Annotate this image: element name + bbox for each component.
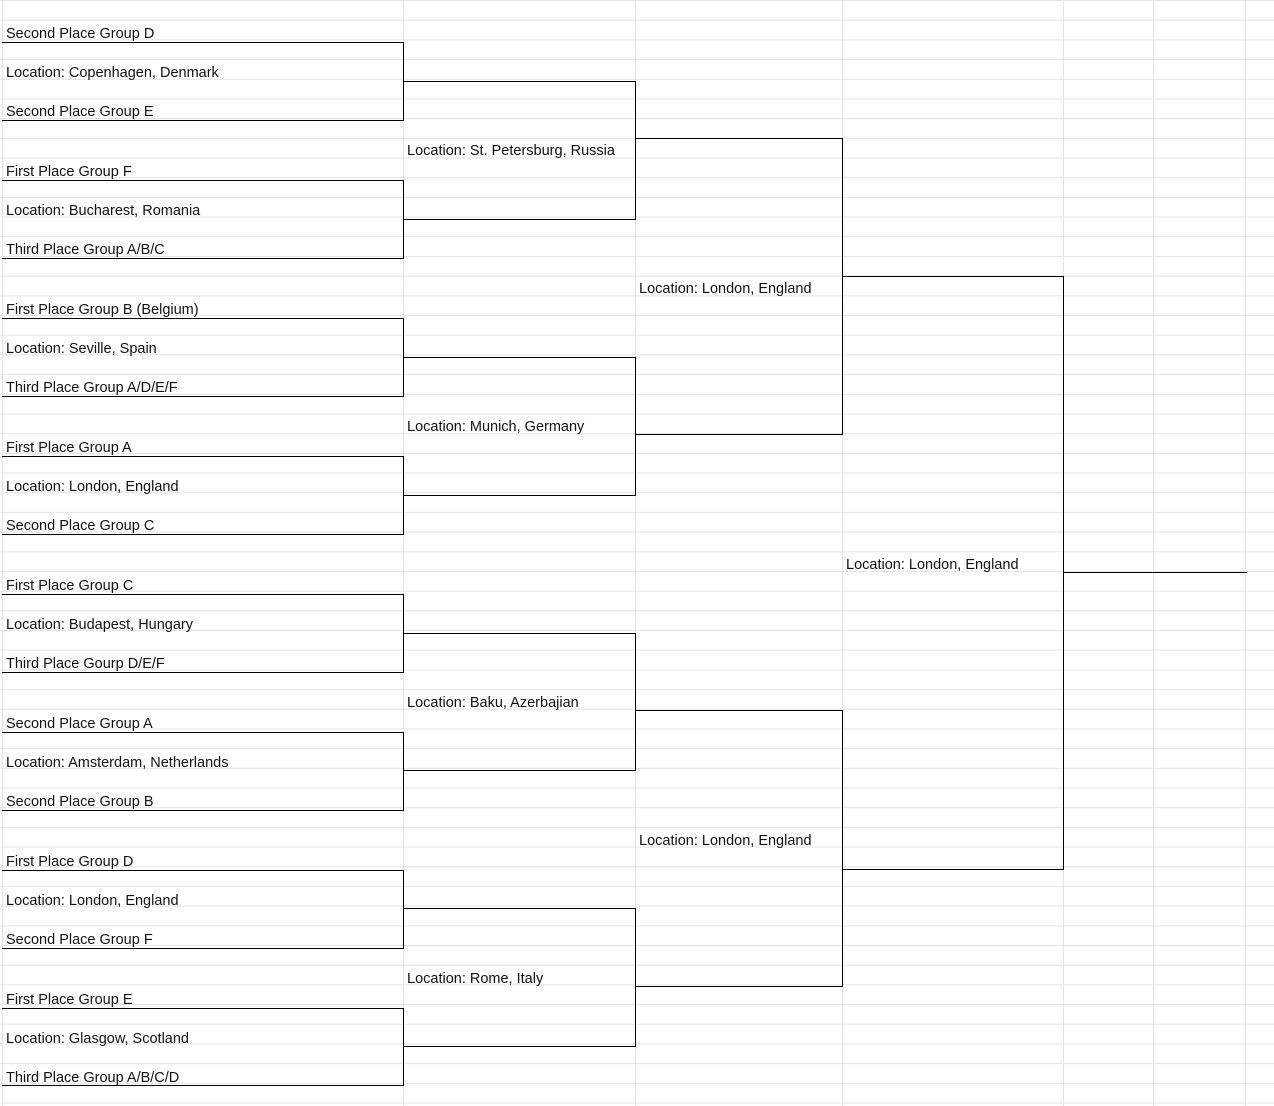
r16-match-3-team-b[interactable]: Third Place Group A/D/E/F <box>6 380 178 396</box>
sf-match-1-location[interactable]: Location: London, England <box>639 281 812 297</box>
r16-match-7-team-b[interactable]: Second Place Group F <box>6 932 153 948</box>
qf-match-4-location[interactable]: Location: Rome, Italy <box>407 971 544 987</box>
r16-match-4-location[interactable]: Location: London, England <box>6 479 179 495</box>
grid-column-line <box>403 0 404 1106</box>
qf-match-1-location[interactable]: Location: St. Petersburg, Russia <box>407 143 615 159</box>
r16-7-line-b <box>2 948 404 949</box>
r16-3-line-a <box>2 318 404 319</box>
champion-line <box>1063 572 1247 573</box>
r16-match-3-team-a[interactable]: First Place Group B (Belgium) <box>6 302 199 318</box>
r16-3-line-b <box>2 396 404 397</box>
sf-1-line-b <box>635 434 843 435</box>
final-connector <box>1063 276 1064 870</box>
qf-3-line-a <box>403 633 636 634</box>
grid-column-line <box>2 0 3 1106</box>
r16-match-8-location[interactable]: Location: Glasgow, Scotland <box>6 1031 189 1047</box>
grid-column-line <box>1245 0 1246 1106</box>
r16-7-connector <box>403 870 404 949</box>
final-line-a <box>842 276 1064 277</box>
r16-match-6-team-b[interactable]: Second Place Group B <box>6 794 154 810</box>
qf-3-line-b <box>403 770 636 771</box>
grid-column-line <box>842 0 843 1106</box>
sf-2-line-b <box>635 986 843 987</box>
qf-match-3-location[interactable]: Location: Baku, Azerbajian <box>407 695 579 711</box>
r16-match-2-location[interactable]: Location: Bucharest, Romania <box>6 203 201 219</box>
final-location[interactable]: Location: London, England <box>846 557 1019 573</box>
qf-4-line-a <box>403 908 636 909</box>
sf-1-line-a <box>635 138 843 139</box>
grid-column-line <box>635 0 636 1106</box>
qf-2-connector <box>635 357 636 496</box>
r16-match-6-location[interactable]: Location: Amsterdam, Netherlands <box>6 755 229 771</box>
r16-6-line-a <box>2 732 404 733</box>
r16-match-7-team-a[interactable]: First Place Group D <box>6 854 134 870</box>
r16-match-7-location[interactable]: Location: London, England <box>6 893 179 909</box>
r16-match-8-team-b[interactable]: Third Place Group A/B/C/D <box>6 1070 180 1086</box>
qf-3-connector <box>635 633 636 771</box>
r16-match-4-team-a[interactable]: First Place Group A <box>6 440 132 456</box>
qf-1-line-a <box>403 81 636 82</box>
r16-match-1-team-a[interactable]: Second Place Group D <box>6 26 155 42</box>
r16-2-line-a <box>2 180 404 181</box>
qf-2-line-b <box>403 495 636 496</box>
r16-1-line-a <box>2 42 404 43</box>
r16-match-1-location[interactable]: Location: Copenhagen, Denmark <box>6 65 219 81</box>
r16-match-5-team-a[interactable]: First Place Group C <box>6 578 134 594</box>
sf-2-line-a <box>635 710 843 711</box>
qf-4-line-b <box>403 1046 636 1047</box>
r16-4-line-b <box>2 534 404 535</box>
r16-8-connector <box>403 1008 404 1086</box>
r16-1-line-b <box>2 120 404 121</box>
r16-7-line-a <box>2 870 404 871</box>
sf-1-connector <box>842 138 843 435</box>
r16-match-2-team-a[interactable]: First Place Group F <box>6 164 132 180</box>
r16-match-8-team-a[interactable]: First Place Group E <box>6 992 133 1008</box>
r16-match-6-team-a[interactable]: Second Place Group A <box>6 716 153 732</box>
r16-match-2-team-b[interactable]: Third Place Group A/B/C <box>6 242 165 258</box>
r16-match-5-team-b[interactable]: Third Place Gourp D/E/F <box>6 656 165 672</box>
r16-6-line-b <box>2 810 404 811</box>
qf-1-connector <box>635 81 636 220</box>
final-line-b <box>842 869 1064 870</box>
grid-column-line <box>1153 0 1154 1106</box>
r16-2-line-b <box>2 258 404 259</box>
r16-match-4-team-b[interactable]: Second Place Group C <box>6 518 155 534</box>
qf-match-2-location[interactable]: Location: Munich, Germany <box>407 419 585 435</box>
qf-4-connector <box>635 908 636 1047</box>
sf-match-2-location[interactable]: Location: London, England <box>639 833 812 849</box>
r16-8-line-a <box>2 1008 404 1009</box>
r16-5-line-a <box>2 594 404 595</box>
r16-4-line-a <box>2 456 404 457</box>
qf-1-line-b <box>403 219 636 220</box>
r16-5-line-b <box>2 672 404 673</box>
r16-match-1-team-b[interactable]: Second Place Group E <box>6 104 154 120</box>
r16-match-5-location[interactable]: Location: Budapest, Hungary <box>6 617 194 633</box>
r16-6-connector <box>403 732 404 811</box>
qf-2-line-a <box>403 357 636 358</box>
r16-match-3-location[interactable]: Location: Seville, Spain <box>6 341 157 357</box>
r16-8-line-b <box>2 1085 404 1086</box>
sf-2-connector <box>842 710 843 987</box>
